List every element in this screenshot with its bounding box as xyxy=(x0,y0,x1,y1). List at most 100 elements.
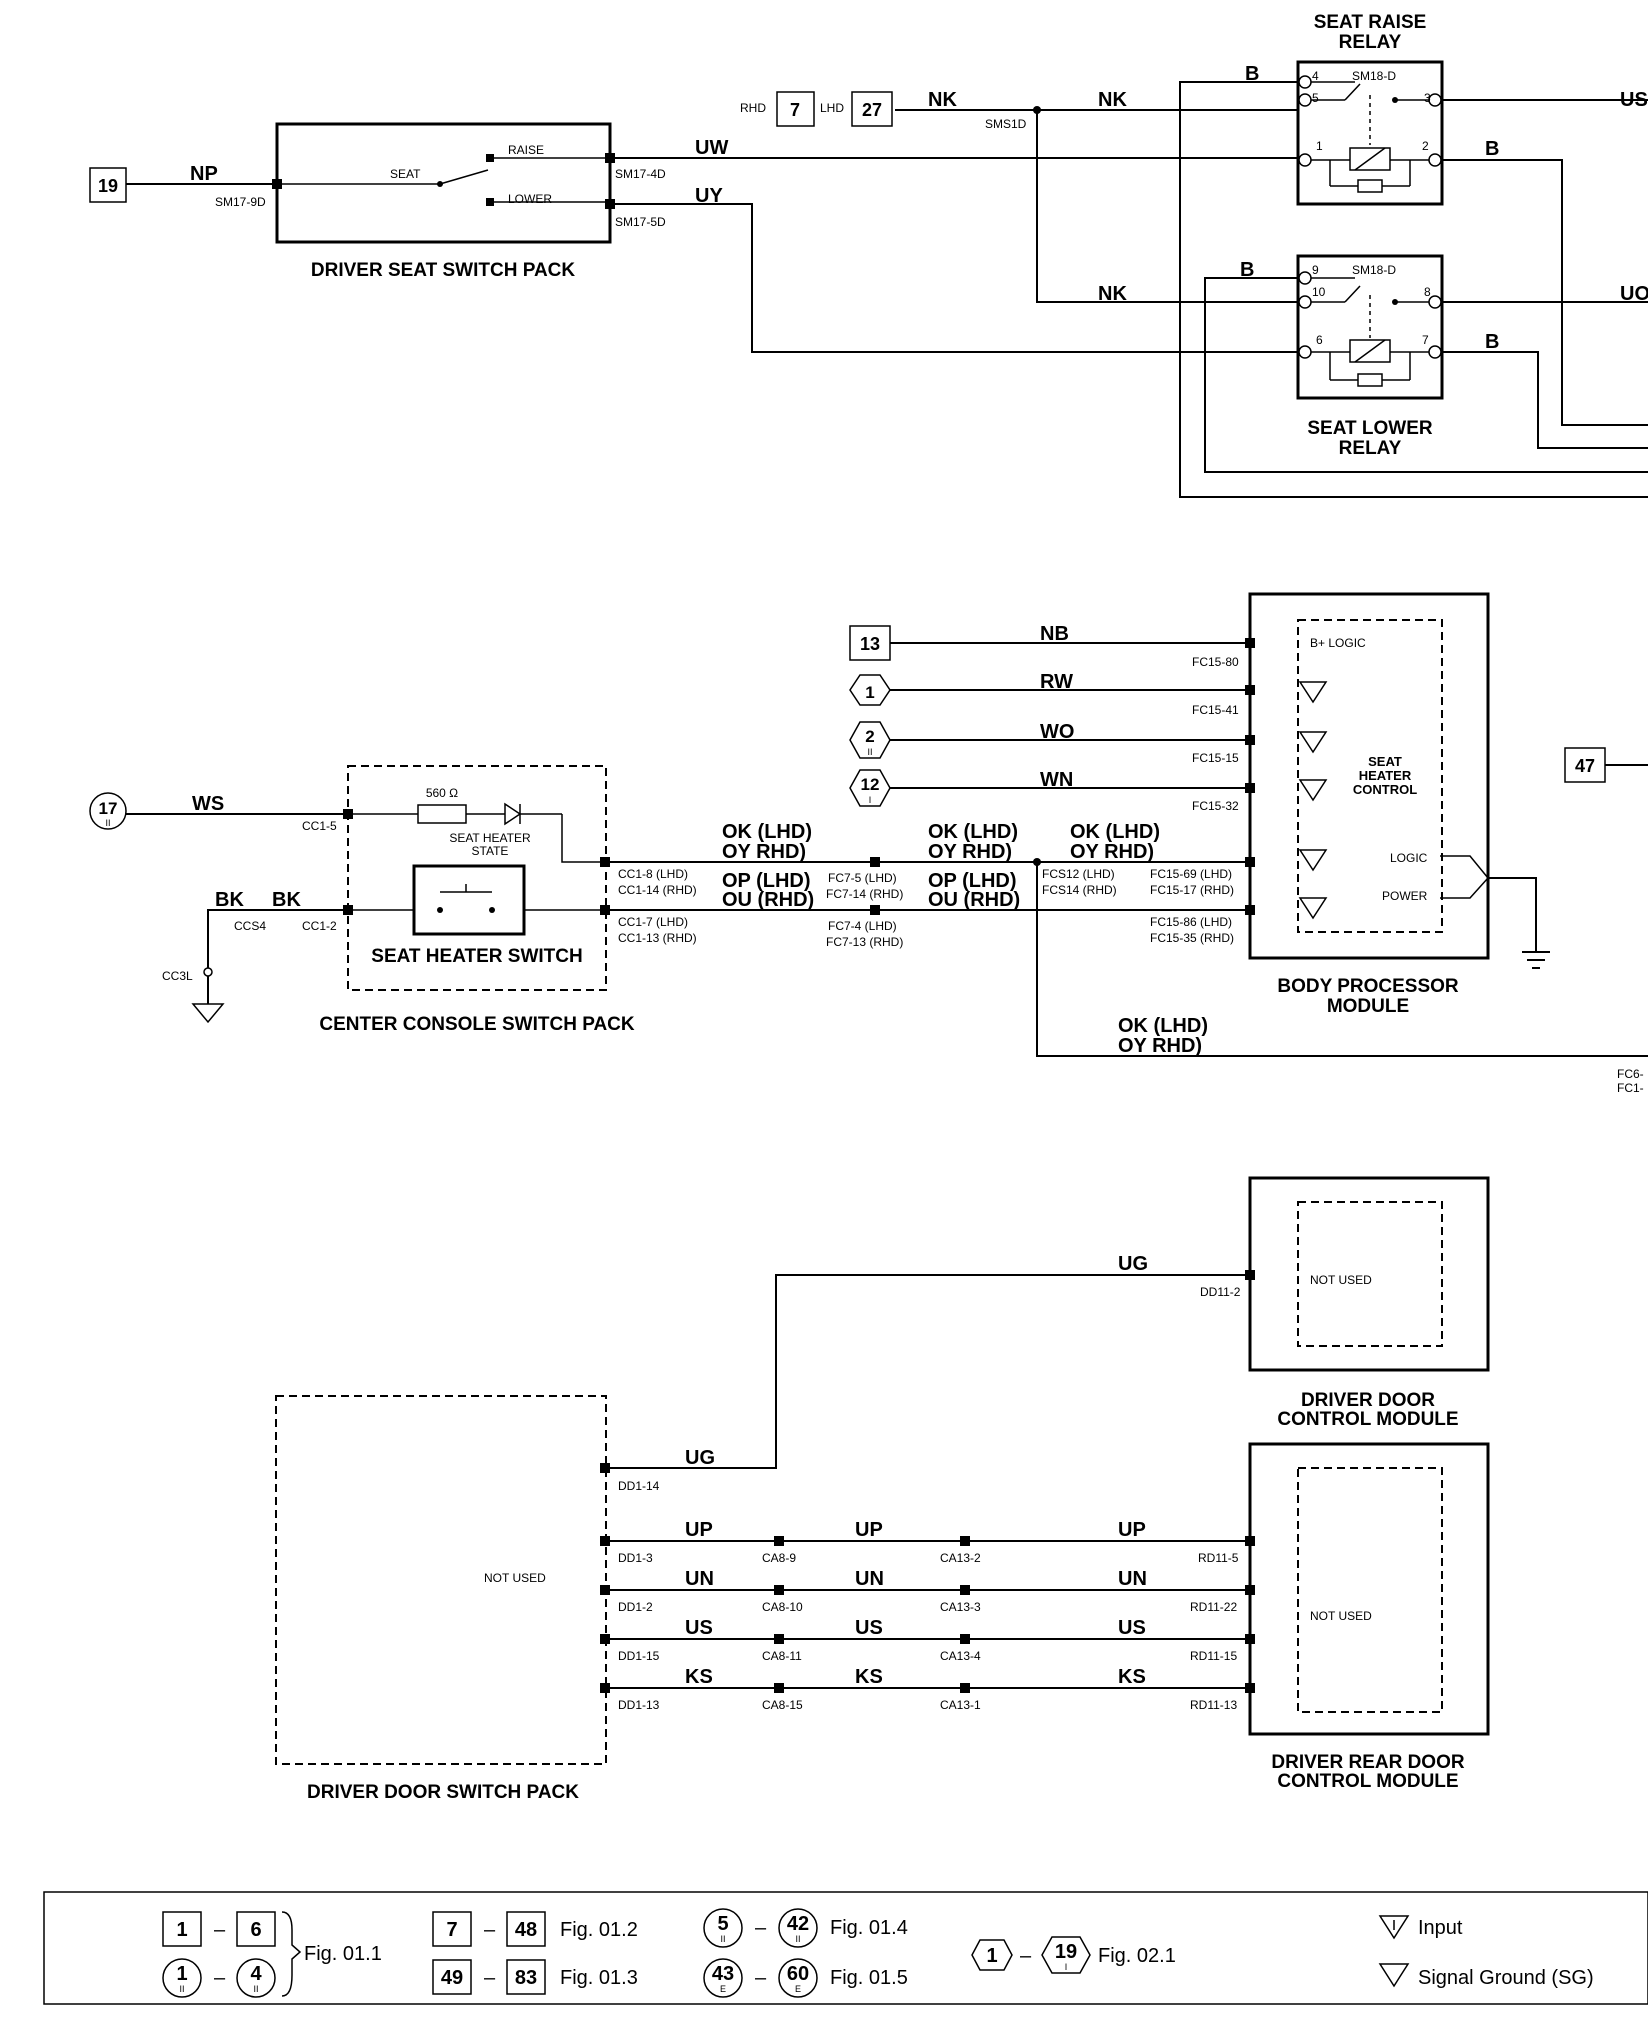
legend-g6-fig: Fig. 02.1 xyxy=(1098,1945,1176,1967)
cc-state-2: STATE xyxy=(472,844,509,858)
rd-ca8-1: CA8-9 xyxy=(762,1551,796,1565)
legend-dash-4: – xyxy=(484,1967,496,1989)
relay-pin-1: 1 xyxy=(1316,139,1323,153)
cc-input-sub: II xyxy=(105,818,110,828)
hw-w4-1: OP (LHD) xyxy=(928,870,1017,892)
bpm-in-wire-rw: RW xyxy=(1040,671,1073,693)
rd-wire-4c: KS xyxy=(1118,1666,1146,1688)
rd-wire-4b: KS xyxy=(855,1666,883,1688)
legend-dash-1: – xyxy=(214,1919,226,1941)
seat-lower-relay-sm: SM18-D xyxy=(1352,263,1396,277)
seat-raise-relay: SEAT RAISE RELAY SM18-D 4 5 3 1 2 B US B xyxy=(1245,12,1648,206)
rd-rd-3: RD11-15 xyxy=(1190,1649,1237,1663)
rd-wire-1b: UP xyxy=(855,1519,883,1541)
legend-g3-a: 49 xyxy=(441,1967,463,1989)
rd-dd-4: DD1-13 xyxy=(618,1698,660,1712)
feed-splice: SMS1D xyxy=(985,117,1027,131)
legend-g1-c: 1 xyxy=(176,1963,187,1985)
relay-pin-6: 6 xyxy=(1316,333,1323,347)
legend-dash-5: – xyxy=(755,1917,767,1939)
rear-door-wire-row: UP UP UP DD1-3 CA8-9 CA13-2 RD11-5 xyxy=(606,1519,1250,1565)
ddsp-wire-ug: UG xyxy=(685,1447,715,1469)
hw-w3-1: OK (LHD) xyxy=(928,821,1018,843)
rd-ca13-4: CA13-1 xyxy=(940,1698,981,1712)
cc-pin-o1-2: CC1-14 (RHD) xyxy=(618,883,697,897)
legend-g6-a: 1 xyxy=(986,1945,997,1967)
hw-w3-2: OY RHD) xyxy=(928,841,1012,863)
cc-input-ref: 17 xyxy=(99,799,118,818)
connector-markers xyxy=(272,153,1255,1693)
driver-seat-switch-pack-title: DRIVER SEAT SWITCH PACK xyxy=(311,260,576,281)
bpm-pin-a1: FC15-69 (LHD) xyxy=(1150,867,1232,881)
rd-ca13-1: CA13-2 xyxy=(940,1551,981,1565)
lhd-ref: 27 xyxy=(862,100,882,120)
cc-pin-in: CC1-5 xyxy=(302,819,337,833)
center-console-title: CENTER CONSOLE SWITCH PACK xyxy=(319,1014,635,1035)
rd-ca8-3: CA8-11 xyxy=(762,1649,802,1663)
rd-wire-4a: KS xyxy=(685,1666,713,1688)
hw-w6-2: OY RHD) xyxy=(1118,1035,1202,1057)
hw-w2-1: OP (LHD) xyxy=(722,870,811,892)
rd-dd-1: DD1-3 xyxy=(618,1551,653,1565)
driver-door-control-module: NOT USED DRIVER DOOR CONTROL MODULE DD11… xyxy=(606,1176,1490,1469)
legend-g4-b-sub: II xyxy=(795,1934,800,1944)
bpm-box xyxy=(1248,592,1490,960)
ddcm-pin: DD11-2 xyxy=(1200,1285,1241,1299)
bpm-right-ref: 47 xyxy=(1575,756,1595,776)
rhd-label: RHD xyxy=(740,101,766,115)
hw-w1-1: OK (LHD) xyxy=(722,821,812,843)
rd-rd-2: RD11-22 xyxy=(1190,1600,1237,1614)
seat-heater-switch-title: SEAT HEATER SWITCH xyxy=(371,946,582,967)
driver-seat-switch-pack: 19 NP SM17-9D SEAT RAISE LOWER SM17-4D S… xyxy=(89,122,1299,353)
hw-edge-2: FC1- xyxy=(1617,1081,1644,1095)
rhd-ref: 7 xyxy=(790,100,800,120)
bpm-pin-41: FC15-41 xyxy=(1192,703,1239,717)
seat-pin-up: SM17-4D xyxy=(615,167,666,181)
rear-door-wire-row: KS KS KS DD1-13 CA8-15 CA13-1 RD11-13 xyxy=(606,1666,1250,1712)
bpm-in-ref-2: 2 xyxy=(865,727,874,746)
legend-g5-a: 43 xyxy=(712,1963,734,1985)
rd-wire-2c: UN xyxy=(1118,1568,1147,1590)
relay-pin-4: 4 xyxy=(1312,69,1319,83)
input-icon xyxy=(1378,1915,1410,1940)
seat-lower-relay-box xyxy=(1296,254,1444,400)
cc-state-1: SEAT HEATER xyxy=(449,831,531,845)
hw-fc-b-1: FC7-4 (LHD) xyxy=(828,919,897,933)
legend-g5-fig: Fig. 01.5 xyxy=(830,1967,908,1989)
seat-lower-relay: SM18-D 9 10 8 6 7 SEAT LOWER RELAY B UO … xyxy=(1240,254,1648,459)
legend-g1-c-sub: II xyxy=(179,1984,184,1994)
feed-wire-1: NK xyxy=(928,89,957,111)
hw-w2-2: OU (RHD) xyxy=(722,889,814,911)
seat-input-ref: 19 xyxy=(98,176,118,196)
hw-edge-1: FC6- xyxy=(1617,1067,1644,1081)
lhd-label: LHD xyxy=(820,101,844,115)
rhd-ref-box xyxy=(776,91,815,127)
relay-pin-9: 9 xyxy=(1312,263,1319,277)
seat-pin-in: SM17-9D xyxy=(215,195,266,209)
legend-g4-fig: Fig. 01.4 xyxy=(830,1917,908,1939)
hw-w5-1: OK (LHD) xyxy=(1070,821,1160,843)
bpm-pin-80: FC15-80 xyxy=(1192,655,1239,669)
legend-g3-b: 83 xyxy=(515,1967,537,1989)
seat-label: SEAT xyxy=(390,167,421,181)
relay-pin-3: 3 xyxy=(1424,91,1431,105)
bpm-in-ref-12: 12 xyxy=(861,775,880,794)
rd-wire-2a: UN xyxy=(685,1568,714,1590)
legend-g1-a: 1 xyxy=(176,1919,187,1941)
legend-g2-fig: Fig. 01.2 xyxy=(560,1919,638,1941)
rd-ca13-3: CA13-4 xyxy=(940,1649,981,1663)
seat-wire-up: UW xyxy=(695,137,728,159)
rear-door-wire-row: US US US DD1-15 CA8-11 CA13-4 RD11-15 xyxy=(606,1617,1250,1663)
bpm-b-logic: B+ LOGIC xyxy=(1310,636,1366,650)
bpm-in-wire-nb: NB xyxy=(1040,623,1069,645)
rd-ca8-2: CA8-10 xyxy=(762,1600,803,1614)
bpm-in-wire-wn: WN xyxy=(1040,769,1073,791)
feed-refs: RHD 7 LHD 27 NK NK SMS1D NK xyxy=(740,89,1127,305)
legend-dash-2: – xyxy=(214,1967,226,1989)
legend-g3-fig: Fig. 01.3 xyxy=(560,1967,638,1989)
hw-fc-a-2: FC7-14 (RHD) xyxy=(826,887,903,901)
bpm-in-ref-2-sub: II xyxy=(867,747,872,757)
cc-resistor: 560 Ω xyxy=(426,786,458,800)
feed-wire-2: NK xyxy=(1098,89,1127,111)
legend-g1-fig: Fig. 01.1 xyxy=(304,1943,382,1965)
